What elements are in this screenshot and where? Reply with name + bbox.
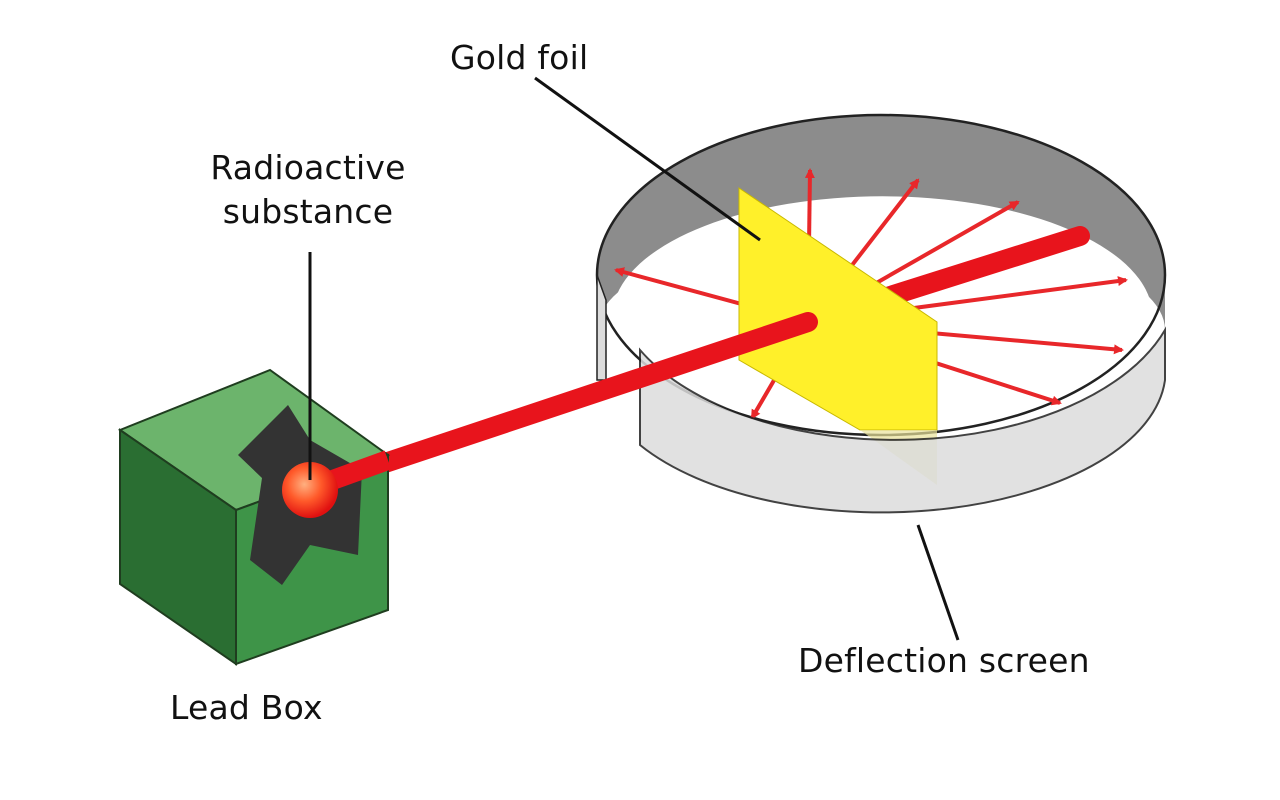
leader-gold-foil [534, 76, 761, 242]
deflection-screen-label: Deflection screen [798, 641, 1090, 680]
alpha-beam [306, 312, 818, 496]
gold-foil-label: Gold foil [450, 38, 589, 77]
screen-front-band [639, 326, 1166, 514]
leader-deflection [916, 524, 960, 641]
lead-box [117, 368, 392, 666]
leader-lines [308, 76, 960, 641]
radioactive-label-line2: substance [222, 192, 394, 231]
lead-box-label: Lead Box [170, 688, 323, 727]
radioactive-glow-icon [282, 462, 338, 518]
radioactive-label-line1: Radioactive [210, 148, 406, 187]
radioactive-substance-label: Radioactive substance [190, 146, 426, 234]
